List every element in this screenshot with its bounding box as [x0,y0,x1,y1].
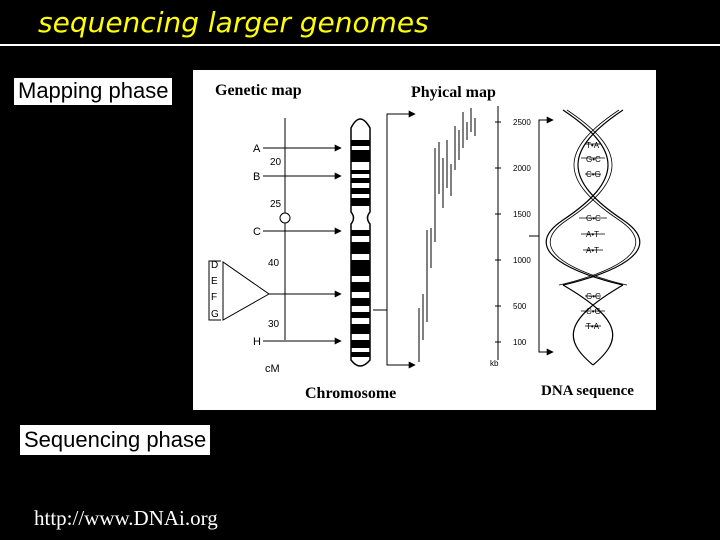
base-pair-bot-3: T•A [586,322,600,331]
physical-map-title: Phyical map [411,84,496,101]
base-pair-mid-1: G•C [586,214,601,223]
marker-e-label: E [211,276,218,287]
scale-tick-1000: 1000 [513,256,531,265]
genetic-map-circle [279,212,291,224]
distance-40-label: 40 [268,258,280,269]
source-url[interactable]: http://www.DNAi.org [34,506,218,530]
base-pair-top-3: C•G [586,170,601,179]
base-pair-mid-2: A•T [586,230,599,239]
genome-mapping-figure: Genetic map Phyical map Chromosome DNA s… [193,70,656,410]
chromosome-label: Chromosome [305,385,396,402]
dna-base-rungs [579,143,607,327]
marker-a-label: A [253,143,261,155]
distance-20-label: 20 [270,157,282,168]
sequencing-phase-label: Sequencing phase [20,425,211,455]
mapping-phase-label: Mapping phase [14,78,173,105]
base-pair-top-2: G•C [586,155,601,164]
marker-d-label: D [211,260,218,271]
physical-map-bracket-bottom [386,310,416,369]
marker-h-label: H [253,336,261,348]
scale-tick-1500: 1500 [513,210,531,219]
base-pair-bot-1: G•C [586,292,601,301]
dna-sequence-label: DNA sequence [541,383,634,399]
dna-helix [545,109,641,366]
dna-bracket-top [538,116,554,236]
physical-map-contigs [418,108,476,362]
unit-cm-label: cM [265,363,280,375]
base-pair-bot-2: C•G [586,307,601,316]
dna-bracket-bottom [538,236,554,356]
marker-f-label: F [211,292,217,303]
physical-scale-ticks [495,121,501,343]
marker-c-label: C [253,226,261,238]
scale-tick-2500: 2500 [513,118,531,127]
physical-map-bracket-top [373,110,416,311]
genetic-map-title: Genetic map [215,82,302,99]
dg-triangle [222,261,270,321]
distance-30-label: 30 [268,319,280,330]
marker-b-label: B [253,171,260,183]
base-pair-mid-3: A•T [586,246,599,255]
marker-g-label: G [211,309,219,320]
scale-unit-kb: kb [490,359,499,368]
distance-25-label: 25 [270,199,282,210]
base-pair-top-1: T•A [586,141,600,150]
chromosome [350,118,371,367]
scale-tick-100: 100 [513,338,527,347]
title-underline [0,44,720,46]
dg-bracket [208,260,221,321]
figure-svg: Genetic map Phyical map Chromosome DNA s… [208,82,641,402]
slide-title: sequencing larger genomes [38,6,429,39]
scale-tick-500: 500 [513,302,527,311]
scale-tick-2000: 2000 [513,164,531,173]
